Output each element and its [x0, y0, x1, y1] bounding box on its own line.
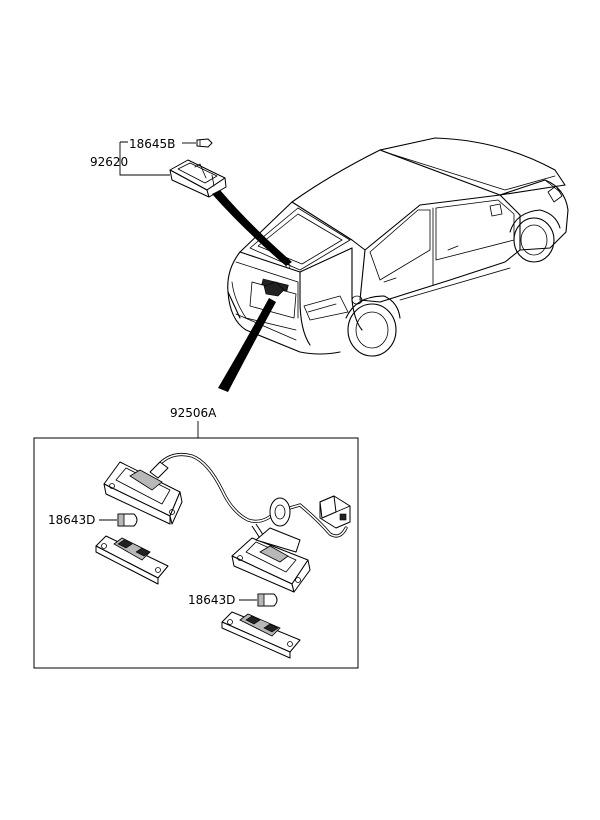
- overhead-lamp-92620: [169, 159, 227, 198]
- leader-92620: [119, 141, 170, 176]
- leader-band-overhead: [212, 190, 292, 266]
- car-illustration: [227, 137, 569, 357]
- label-92506a: 92506A: [170, 406, 217, 420]
- label-92620: 92620: [90, 155, 128, 169]
- wedge-bulb-left: [99, 513, 138, 527]
- wire-harness: [154, 452, 348, 538]
- label-18645b: 18645B: [129, 137, 175, 151]
- license-lamp-left-housing: [103, 461, 183, 525]
- label-18643d-right: 18643D: [188, 593, 235, 607]
- grommet: [269, 497, 291, 527]
- festoon-bulb-18645b: [182, 138, 213, 148]
- license-lamp-right-lens: [221, 611, 301, 659]
- wire-connector: [319, 495, 351, 529]
- assembly-92506a-frame: [33, 437, 359, 669]
- wedge-bulb-right: [239, 593, 278, 607]
- label-18643d-left: 18643D: [48, 513, 95, 527]
- leader-band-license: [218, 298, 276, 392]
- license-lamp-left-lens: [95, 535, 169, 585]
- license-lamp-right-housing: [231, 527, 311, 593]
